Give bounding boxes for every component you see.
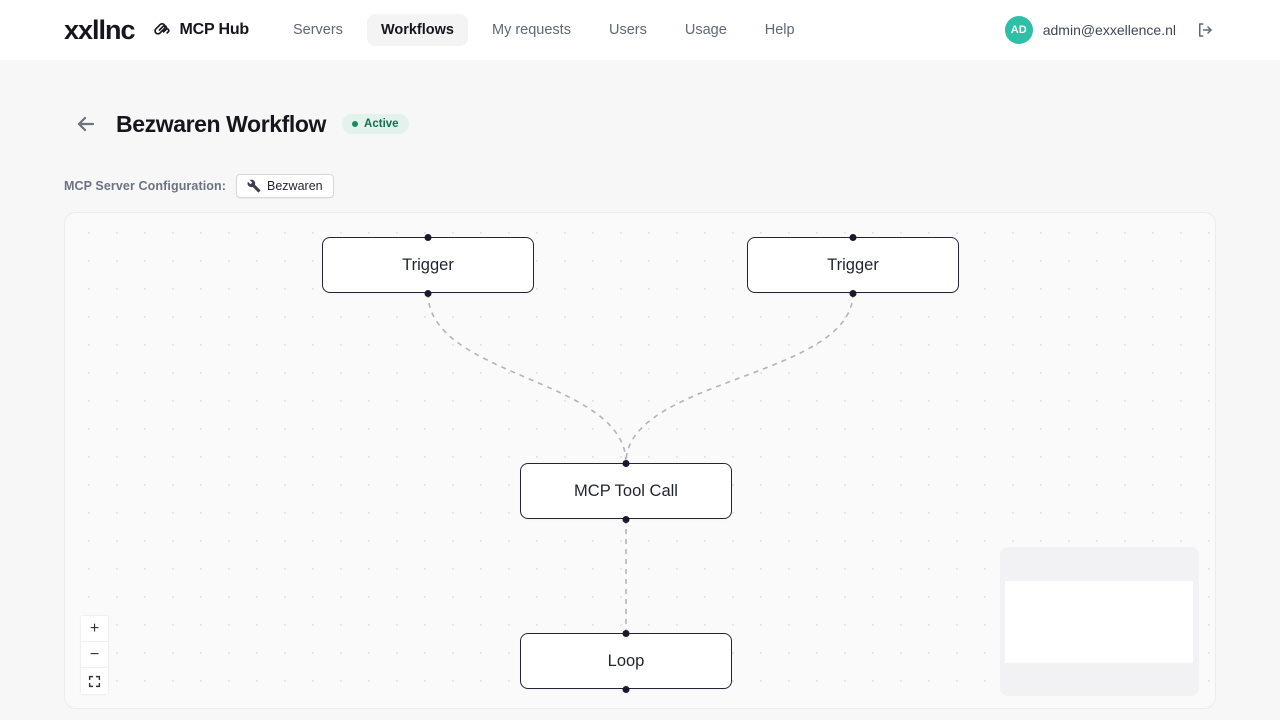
minimap[interactable]: [1000, 547, 1199, 696]
node-handle-bottom[interactable]: [849, 289, 857, 297]
logout-icon: [1196, 21, 1214, 39]
node-handle-bottom[interactable]: [424, 289, 432, 297]
node-mcp-tool-call[interactable]: MCP Tool Call: [520, 459, 732, 523]
node-label: Trigger: [827, 255, 879, 274]
node-handle-bottom[interactable]: [622, 685, 630, 693]
app-title: MCP Hub: [153, 20, 249, 40]
canvas-controls: + −: [81, 616, 108, 694]
node-label: Trigger: [402, 255, 454, 274]
status-dot-icon: [352, 121, 359, 127]
nav-item-usage[interactable]: Usage: [671, 14, 741, 46]
nav-item-servers[interactable]: Servers: [279, 14, 357, 46]
node-handle-top[interactable]: [849, 233, 857, 241]
config-row: MCP Server Configuration: Bezwaren: [64, 174, 1216, 198]
nav-item-help[interactable]: Help: [751, 14, 809, 46]
edge-trigger-1-to-mcp-tool-call: [427, 292, 627, 464]
config-button-label: Bezwaren: [267, 179, 323, 193]
top-nav: xxllnc MCP Hub Servers Workflows My reques…: [0, 0, 1280, 60]
minus-icon: −: [89, 645, 100, 663]
status-badge-label: Active: [364, 118, 399, 130]
node-trigger-2[interactable]: Trigger: [747, 233, 959, 297]
nav-item-users[interactable]: Users: [595, 14, 661, 46]
main-nav: Servers Workflows My requests Users Usage Hel…: [279, 14, 809, 46]
app-name: MCP Hub: [179, 21, 250, 38]
plus-icon: +: [89, 619, 100, 637]
user-area: AD admin@exxellence.nl: [1004, 16, 1216, 44]
back-button[interactable]: [70, 108, 102, 140]
node-handle-top[interactable]: [424, 233, 432, 241]
fit-view-icon: [88, 675, 101, 688]
node-trigger-1[interactable]: Trigger: [322, 233, 534, 297]
avatar[interactable]: AD: [1004, 16, 1033, 44]
node-handle-bottom[interactable]: [622, 515, 630, 523]
wrench-icon: [247, 179, 261, 193]
mcp-server-config-button[interactable]: Bezwaren: [236, 174, 334, 198]
user-email: admin@exxellence.nl: [1042, 22, 1176, 38]
xxllnc-logo: xxllnc: [64, 14, 136, 45]
nav-item-my-requests[interactable]: My requests: [478, 14, 585, 46]
page-title: Bezwaren Workflow: [116, 110, 327, 137]
node-label: MCP Tool Call: [574, 481, 678, 500]
node-label: Loop: [607, 651, 645, 670]
arrow-left-icon: [74, 112, 98, 136]
node-loop[interactable]: Loop: [520, 629, 732, 693]
mcp-hub-icon: [153, 20, 173, 40]
zoom-out-button[interactable]: −: [81, 642, 108, 668]
status-badge: Active: [342, 114, 409, 134]
fit-view-button[interactable]: [81, 668, 108, 694]
nav-item-workflows[interactable]: Workflows: [366, 14, 468, 46]
config-label: MCP Server Configuration:: [64, 179, 227, 193]
logout-button[interactable]: [1194, 19, 1216, 41]
minimap-viewport[interactable]: [1005, 581, 1193, 663]
workflow-page: Bezwaren Workflow Active MCP Server Conf…: [0, 108, 1280, 709]
node-handle-top[interactable]: [622, 459, 630, 467]
zoom-in-button[interactable]: +: [81, 616, 108, 642]
node-handle-top[interactable]: [622, 629, 630, 637]
edge-trigger-2-to-mcp-tool-call: [625, 292, 854, 464]
brand: xxllnc MCP Hub: [64, 15, 249, 46]
title-row: Bezwaren Workflow Active: [64, 108, 1216, 140]
